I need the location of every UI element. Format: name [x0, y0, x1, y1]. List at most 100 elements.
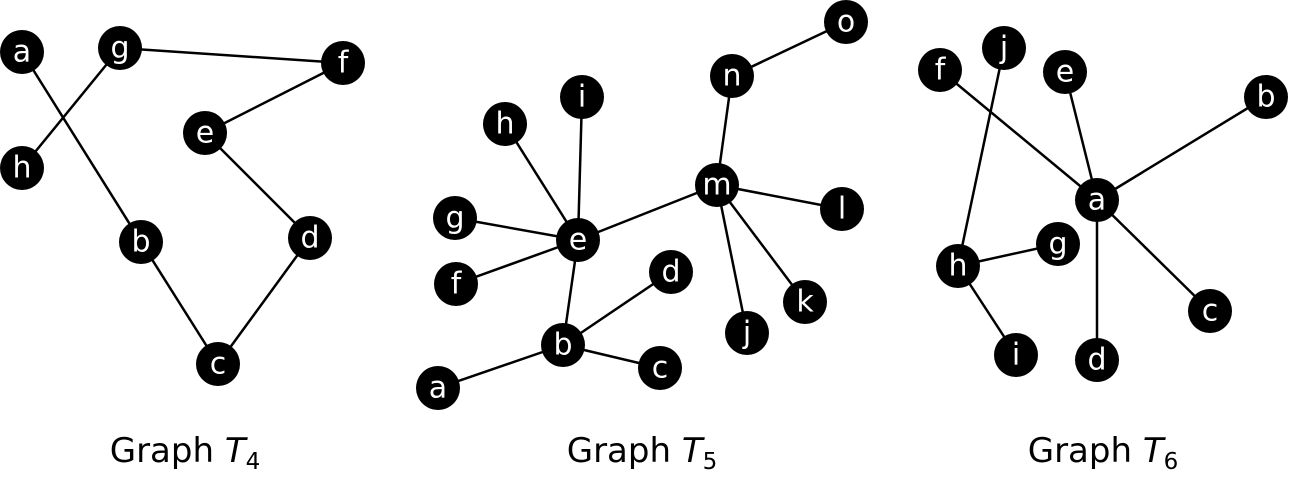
vertex-t4-h: h [0, 146, 44, 190]
vertex-t4-c: c [196, 342, 240, 386]
vertex-label: m [702, 168, 731, 203]
edge-t6-a-f [939, 69, 1098, 201]
vertex-circle [1075, 338, 1119, 382]
vertex-t6-g: g [1036, 222, 1080, 266]
vertex-circle [1043, 50, 1087, 94]
vertex-label: i [578, 80, 586, 115]
vertex-circle [710, 54, 754, 98]
vertex-circle [982, 26, 1026, 70]
vertex-label: i [1012, 338, 1020, 373]
vertex-label: c [652, 351, 669, 386]
vertex-label: h [948, 249, 967, 284]
vertex-circle [416, 366, 460, 410]
vertex-circle [918, 48, 962, 92]
vertex-t5-l: l [820, 187, 864, 231]
vertex-label: e [569, 223, 587, 258]
vertex-label: d [300, 221, 319, 256]
vertex-circle [434, 262, 478, 306]
vertex-circle [820, 187, 864, 231]
vertex-t5-k: k [783, 280, 827, 324]
caption-graph-t4: Graph T4 [110, 431, 261, 475]
vertex-circle [288, 216, 332, 260]
vertex-label: h [12, 151, 31, 186]
vertex-circle [119, 220, 163, 264]
edge-t5-m-j [715, 184, 749, 334]
vertex-t4-g: g [98, 26, 142, 70]
vertex-label: g [445, 201, 464, 236]
vertex-t4-d: d [288, 216, 332, 260]
vertex-label: f [338, 46, 350, 81]
vertex-t4-b: b [119, 220, 163, 264]
vertex-label: b [1256, 80, 1275, 115]
vertex-circle [0, 30, 44, 74]
vertex-t6-e: e [1043, 50, 1087, 94]
vertex-label: a [1088, 183, 1106, 218]
vertex-circle [183, 111, 227, 155]
vertex-circle [824, 0, 868, 44]
vertex-circle [638, 346, 682, 390]
edge-t5-m-e [577, 183, 718, 242]
vertex-circle [541, 323, 585, 367]
edge-t5-m-k [716, 184, 806, 303]
vertex-circle [433, 196, 477, 240]
vertex-t6-f: f [918, 48, 962, 92]
vertex-label: d [1087, 343, 1106, 378]
vertex-t5-e: e [556, 218, 600, 262]
vertex-circle [98, 26, 142, 70]
edge-t6-j-h [956, 47, 1006, 267]
vertex-circle [483, 102, 527, 146]
vertex-circle [556, 218, 600, 262]
vertex-label: o [837, 5, 855, 40]
vertex-label: f [451, 267, 463, 302]
vertex-circle [1244, 75, 1288, 119]
vertex-label: e [196, 116, 214, 151]
vertex-t5-a: a [416, 366, 460, 410]
edge-t6-a-b [1096, 95, 1267, 202]
edge-t5-e-h [503, 123, 580, 241]
vertex-label: l [838, 192, 846, 227]
vertex-label: g [110, 31, 129, 66]
vertex-t6-h: h [936, 244, 980, 288]
vertex-label: a [13, 35, 31, 70]
vertex-label: f [935, 53, 947, 88]
vertex-t5-n: n [710, 54, 754, 98]
vertex-circle [560, 75, 604, 119]
vertex-t6-d: d [1075, 338, 1119, 382]
vertex-label: b [553, 328, 572, 363]
vertex-label: c [210, 347, 227, 382]
vertex-circle [1075, 178, 1119, 222]
vertex-circle [649, 250, 693, 294]
vertex-circle [1188, 289, 1232, 333]
vertex-t6-c: c [1188, 289, 1232, 333]
vertex-circle [695, 163, 739, 207]
edge-t4-g-h [21, 47, 121, 169]
caption-graph-t5: Graph T5 [567, 431, 718, 475]
vertex-circle [725, 311, 769, 355]
edge-t4-d-c [216, 237, 312, 365]
edge-t5-b-a [437, 343, 564, 390]
edge-t4-a-b [20, 51, 143, 243]
vertex-t5-f: f [434, 262, 478, 306]
vertex-circle [783, 280, 827, 324]
vertex-label: h [495, 107, 514, 142]
vertex-t4-a: a [0, 30, 44, 74]
vertex-label: j [999, 31, 1008, 66]
vertex-t6-b: b [1244, 75, 1288, 119]
vertex-t5-b: b [541, 323, 585, 367]
vertex-t6-a: a [1075, 178, 1119, 222]
vertex-label: e [1056, 55, 1074, 90]
vertex-label: k [796, 285, 814, 320]
vertex-circle [994, 333, 1038, 377]
caption-graph-t6: Graph T6 [1028, 431, 1179, 475]
edge-t6-a-c [1096, 199, 1211, 312]
vertex-label: j [742, 316, 751, 351]
vertex-t5-h: h [483, 102, 527, 146]
edge-t4-f-e [204, 61, 344, 135]
edge-t4-g-f [119, 46, 344, 65]
vertex-t4-e: e [183, 111, 227, 155]
vertex-label: b [131, 225, 150, 260]
vertex-circle [0, 146, 44, 190]
vertex-circle [196, 342, 240, 386]
